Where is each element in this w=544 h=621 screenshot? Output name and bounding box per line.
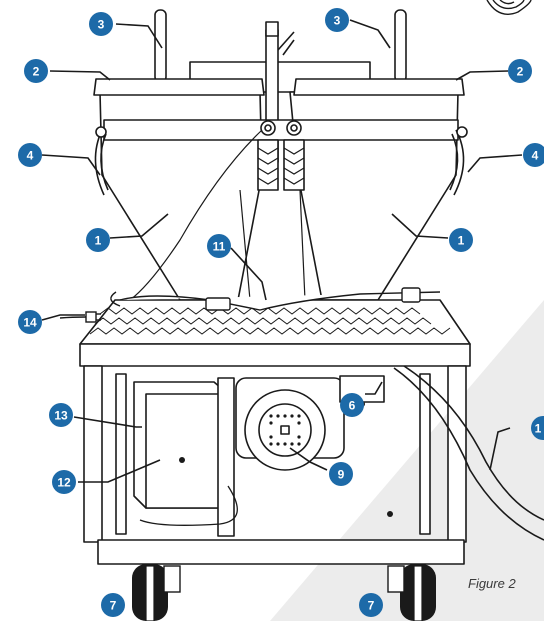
callout-label: 1 xyxy=(535,422,542,436)
motor-cable xyxy=(139,485,238,526)
callout-label: 1 xyxy=(95,234,102,248)
callout-3a: 3 xyxy=(89,12,113,36)
frame-inner-right xyxy=(419,373,431,535)
right-auger xyxy=(283,139,305,191)
callout-13: 13 xyxy=(49,403,73,427)
callout-1b: 1 xyxy=(449,228,473,252)
callout-label: 7 xyxy=(110,599,117,613)
hopper-band xyxy=(103,119,459,141)
callout-label: 4 xyxy=(27,149,34,163)
callout-label: 1 xyxy=(458,234,465,248)
callout-1a: 1 xyxy=(86,228,110,252)
callout-2b: 2 xyxy=(508,59,532,83)
callout-label: 14 xyxy=(23,316,37,330)
grate-frame-front xyxy=(79,343,471,367)
callout-label: 9 xyxy=(338,468,345,482)
callout-2a: 2 xyxy=(24,59,48,83)
frame-left-post xyxy=(83,365,103,543)
callout-14: 14 xyxy=(18,310,42,334)
callout-label: 12 xyxy=(57,476,71,490)
frame-inner-left xyxy=(115,373,127,535)
callout-label: 3 xyxy=(98,18,105,32)
callout-label: 2 xyxy=(33,65,40,79)
callout-label: 11 xyxy=(213,240,226,254)
callout-4b: 4 xyxy=(523,143,544,167)
left-lid xyxy=(93,78,265,96)
callout-label: 7 xyxy=(368,599,375,613)
right-lid xyxy=(293,78,465,96)
callout-4a: 4 xyxy=(18,143,42,167)
callout-6: 6 xyxy=(340,393,364,417)
power-plug xyxy=(59,311,101,323)
callout-3b: 3 xyxy=(325,8,349,32)
support-bracket xyxy=(217,377,235,537)
callout-1c: 1 xyxy=(531,416,544,440)
discharge-hose xyxy=(393,367,544,541)
right-caster xyxy=(387,564,436,621)
leader-lines xyxy=(41,19,523,483)
callout-label: 2 xyxy=(517,65,524,79)
callout-7b: 7 xyxy=(359,593,383,617)
callout-9: 9 xyxy=(329,462,353,486)
figure-caption: Figure 2 xyxy=(468,576,516,591)
left-caster xyxy=(132,564,181,621)
corner-reel xyxy=(486,0,532,15)
callout-label: 4 xyxy=(532,149,539,163)
tie-down-strap xyxy=(119,291,441,311)
hose-line xyxy=(129,129,263,301)
strap-buckle xyxy=(205,297,231,311)
callout-11: 11 xyxy=(207,234,231,258)
right-handle xyxy=(394,9,407,83)
frame-base xyxy=(97,539,465,565)
callout-label: 13 xyxy=(54,409,68,423)
left-auger xyxy=(257,139,279,191)
callout-7a: 7 xyxy=(101,593,125,617)
callout-12: 12 xyxy=(52,470,76,494)
callout-label: 6 xyxy=(349,399,356,413)
callout-label: 3 xyxy=(334,14,341,28)
rod-hook xyxy=(265,21,279,37)
